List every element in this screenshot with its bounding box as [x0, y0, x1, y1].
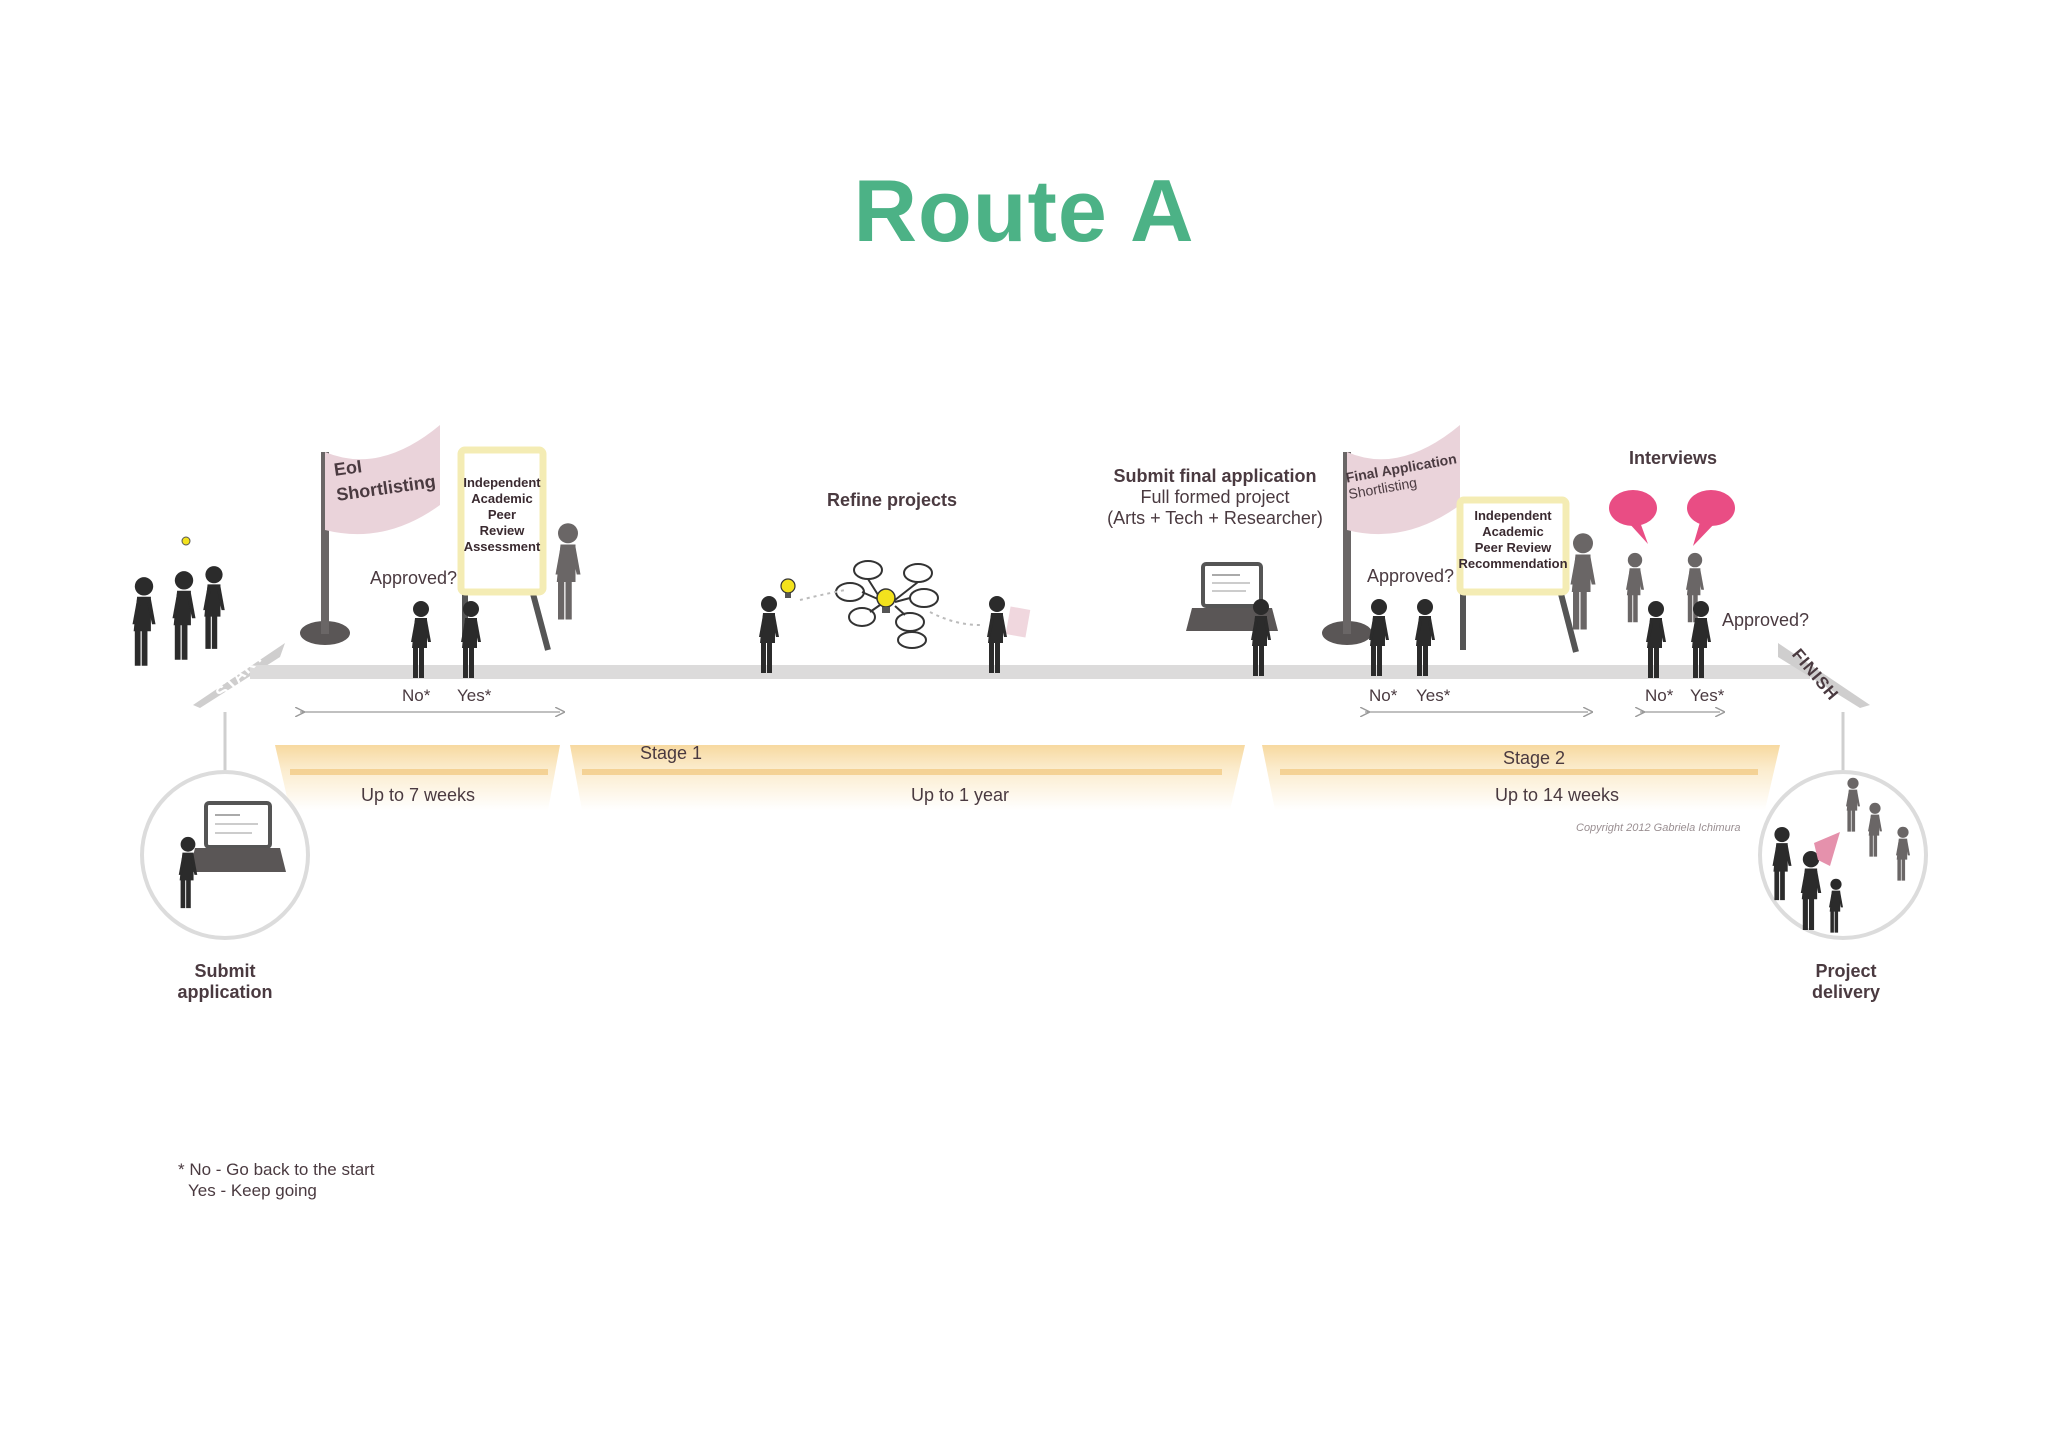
- recommendation-sign-text: Independent Academic Peer Review Recomme…: [1458, 508, 1568, 571]
- duration-label: Up to 7 weeks: [360, 785, 476, 805]
- flag-icon: [1814, 832, 1840, 866]
- duration-band-2: [570, 745, 1245, 810]
- recommendation-sign-icon: [1456, 496, 1579, 653]
- assessment-sign-text: Independent Academic Peer Review Assessm…: [463, 475, 541, 554]
- footnote: * No - Go back to the start Yes - Keep g…: [178, 1160, 375, 1200]
- speech-bubble-icon: [1609, 490, 1735, 546]
- refine-projects-label: Refine projects: [826, 490, 958, 510]
- duration-band-1: [275, 745, 560, 810]
- stage1-label: Stage 1: [640, 743, 703, 763]
- finish-plate: [1778, 643, 1870, 708]
- duration-label: Up to 1 year: [910, 785, 1010, 805]
- submit-application-caption: Submit application: [177, 961, 273, 1002]
- submit-final-block: Submit final application Full formed pro…: [1107, 466, 1323, 528]
- interviews-label: Interviews: [1628, 448, 1718, 468]
- approved-label: Approved?: [370, 568, 458, 588]
- approved-label: Approved?: [1722, 610, 1810, 630]
- laptop-icon: [1186, 562, 1278, 631]
- duration-band-3: [1262, 745, 1780, 810]
- laptop-icon: [189, 801, 286, 872]
- no-label: No*: [402, 686, 431, 705]
- assessment-sign-icon: [457, 446, 551, 651]
- project-delivery-circle: [1758, 770, 1928, 940]
- approved-label: Approved?: [1367, 566, 1455, 586]
- no-label: No*: [1645, 686, 1674, 705]
- stage2-label: Stage 2: [1503, 748, 1566, 768]
- road: [250, 665, 1810, 679]
- document-icon: [1005, 606, 1031, 638]
- final-flag-icon: [1322, 425, 1460, 645]
- yes-label: Yes*: [1690, 686, 1725, 705]
- start-plate: [193, 643, 285, 708]
- copyright-text: Copyright 2012 Gabriela Ichimura: [1576, 822, 1741, 834]
- no-label: No*: [1369, 686, 1398, 705]
- project-delivery-caption: Project delivery: [1811, 961, 1881, 1002]
- eoi-flag-line1: EoI: [332, 456, 364, 480]
- eoi-flag-icon: [300, 425, 440, 645]
- lightbulb-icon: [181, 536, 896, 613]
- idea-network-icon: [835, 560, 939, 649]
- duration-label: Up to 14 weeks: [1494, 785, 1620, 805]
- yes-label: Yes*: [1416, 686, 1451, 705]
- yes-label: Yes*: [457, 686, 492, 705]
- page-title: Route A: [853, 161, 1195, 260]
